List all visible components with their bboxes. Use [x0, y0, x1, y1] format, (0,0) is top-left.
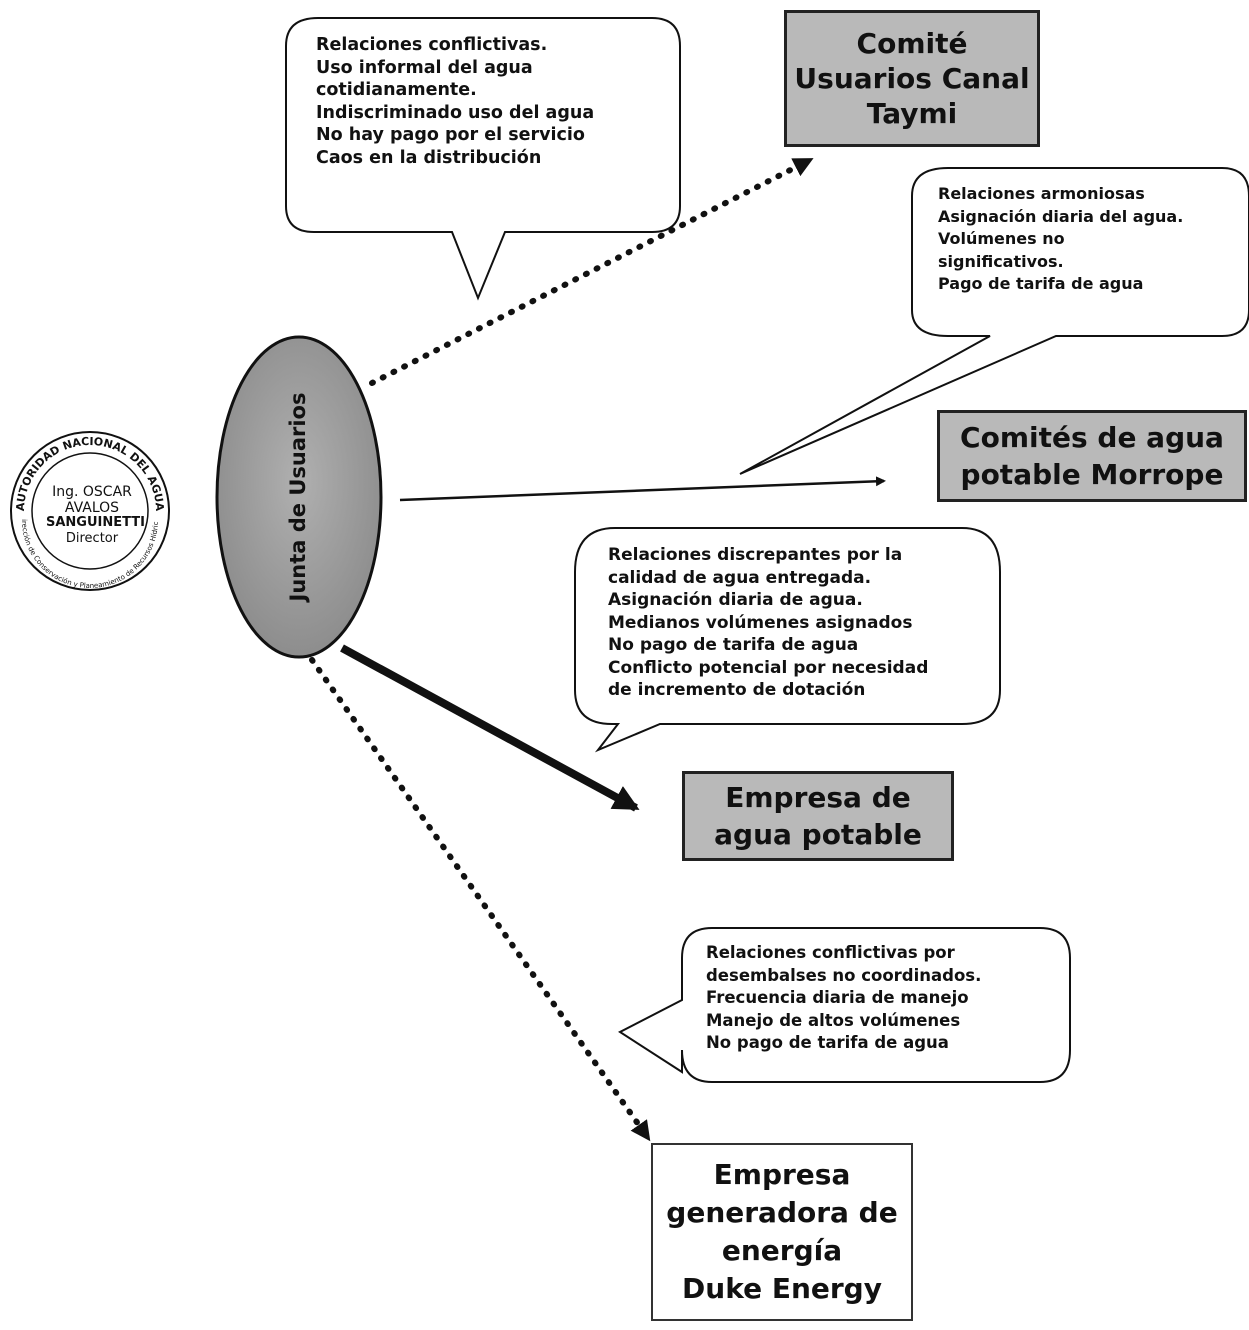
callout-line: Relaciones armoniosas [938, 184, 1145, 203]
node-empresa-agua-potable: Empresa de agua potable [682, 771, 954, 861]
callout-line: Asignación diaria del agua. [938, 206, 1184, 226]
node-empresa-agua-line: Empresa de [725, 781, 911, 814]
node-duke-line: Empresa [713, 1158, 851, 1191]
node-taymi-line: Taymi [866, 97, 958, 130]
solid-arrow-to-morrope [399, 476, 886, 502]
callout-line: Frecuencia diaria de manejo [706, 988, 969, 1007]
callout-line: Caos en la distribución [316, 147, 542, 168]
callout-line: Asignación diaria de agua. [608, 590, 863, 610]
seal-role: Director [65, 531, 119, 546]
callout-line: Medianos volúmenes asignados [608, 612, 913, 633]
thick-arrow-to-empresa-agua [340, 644, 640, 812]
node-taymi-line: Comité [856, 27, 968, 60]
callout-line: de incremento de dotación [608, 680, 866, 700]
callout-text-taymi: Relaciones conflictivas. Uso informal de… [316, 34, 594, 169]
callout-line: No pago de tarifa de agua [706, 1033, 949, 1052]
callout-bubble-taymi [285, 17, 681, 301]
callout-bubble-empresa-agua [574, 527, 1001, 753]
node-duke-line: Duke Energy [682, 1272, 882, 1305]
node-comites-morrope: Comités de agua potable Morrope [937, 410, 1247, 502]
callout-line: No hay pago por el servicio [316, 125, 585, 145]
callout-text-empresa-agua: Relaciones discrepantes por la calidad d… [608, 544, 928, 702]
callout-text-duke: Relaciones conflictivas por desembalses … [706, 942, 981, 1055]
node-duke-energy: Empresa generadora de energía Duke Energ… [651, 1143, 913, 1321]
callout-line: Relaciones discrepantes por la [608, 545, 903, 565]
junta-de-usuarios-label: Junta de Usuarios [286, 392, 310, 602]
seal-name-line1: Ing. OSCAR [52, 484, 132, 500]
callout-bubble-duke [618, 927, 1071, 1083]
seal-name-line2: AVALOS [64, 500, 120, 516]
node-comite-taymi: Comité Usuarios Canal Taymi [784, 10, 1040, 147]
junta-de-usuarios-node [215, 335, 383, 659]
callout-line: Relaciones conflictivas. [316, 35, 548, 55]
callout-line: Uso informal del agua [316, 57, 533, 78]
node-morrope-line: potable Morrope [960, 458, 1224, 491]
node-morrope-line: Comités de agua [960, 421, 1224, 454]
callout-line: Volúmenes no [938, 229, 1065, 248]
callout-line: Relaciones conflictivas por [706, 943, 955, 962]
callout-bubble-morrope [739, 167, 1249, 475]
seal-name-line3: SANGUINETTI [46, 515, 145, 530]
callout-line: desembalses no coordinados. [706, 965, 982, 985]
callout-line: significativos. [938, 251, 1064, 271]
callout-line: Pago de tarifa de agua [938, 274, 1144, 293]
callout-line: Indiscriminado uso del agua [316, 102, 595, 123]
callout-line: Conflicto potencial por necesidad [608, 657, 929, 678]
node-empresa-agua-line: agua potable [714, 818, 922, 851]
callout-line: Manejo de altos volúmenes [706, 1010, 961, 1030]
callout-line: No pago de tarifa de agua [608, 635, 859, 655]
dotted-arrow-to-duke [309, 657, 651, 1142]
callout-line: cotidianamente. [316, 80, 477, 100]
callout-line: calidad de agua entregada. [608, 567, 872, 588]
node-taymi-line: Usuarios Canal [794, 62, 1030, 95]
dotted-arrow-to-taymi [369, 157, 814, 386]
node-duke-line: generadora de [666, 1196, 898, 1229]
node-duke-line: energía [721, 1234, 843, 1267]
callout-text-morrope: Relaciones armoniosas Asignación diaria … [938, 183, 1183, 296]
